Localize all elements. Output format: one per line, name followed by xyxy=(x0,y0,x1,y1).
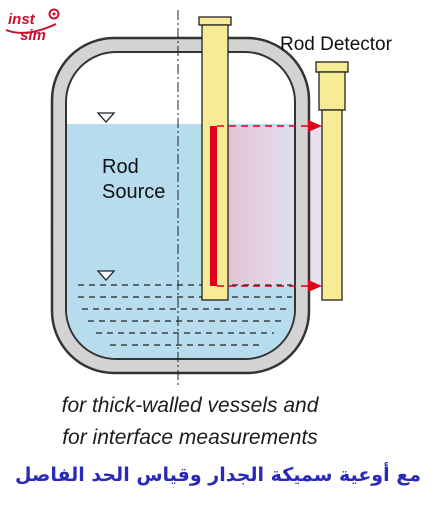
caption-line-2: for interface measurements xyxy=(62,426,318,449)
rod-source-label-line1: Rod xyxy=(102,156,139,178)
logo-text-inst: inst xyxy=(8,11,36,28)
beam-bottom-arrowhead-icon xyxy=(308,280,322,292)
logo-dot-icon xyxy=(48,8,60,20)
arabic-caption: مع أوعية سميكة الجدار وقياس الحد الفاصل xyxy=(15,464,421,486)
rod-detector xyxy=(315,61,349,301)
interface-lines xyxy=(78,284,292,346)
source-active-bar xyxy=(210,126,217,286)
caption-line-1: for thick-walled vessels and xyxy=(61,394,319,417)
lower-level-marker-icon xyxy=(96,270,116,281)
beam-top-arrowhead-icon xyxy=(308,120,322,132)
logo-dot-center xyxy=(52,12,56,16)
rod-detector-label: Rod Detector xyxy=(280,34,393,55)
upper-level-marker-icon xyxy=(96,112,116,123)
rod-source-label-line2: Source xyxy=(102,181,165,203)
logo-swoosh-icon xyxy=(5,23,57,34)
rod-source xyxy=(198,16,232,301)
logo: inst sim xyxy=(5,8,60,44)
